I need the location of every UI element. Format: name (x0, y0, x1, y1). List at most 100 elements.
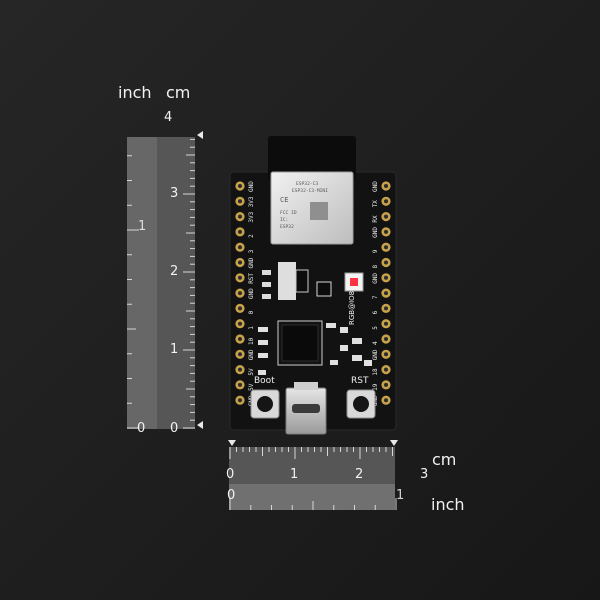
header-pin-hole (238, 337, 242, 341)
module-text-1: ESP32-C3 (296, 181, 318, 187)
header-pin-hole (238, 199, 242, 204)
right-pin-label: 6 (372, 310, 379, 314)
header-pin-hole (238, 352, 242, 357)
left-pin-label: 3V3 (248, 196, 255, 207)
horizontal-cm-label-0: 0 (226, 467, 234, 482)
left-pin-header (235, 181, 245, 405)
module-fine-print: ESP32-C3 ESP32-C3-MINI CE FCC ID IC: ESP… (280, 181, 328, 230)
vertical-unit-cm: cm (166, 83, 190, 102)
vertical-cm-label-3: 3 (170, 186, 178, 201)
horizontal-ruler-left-arrow (228, 440, 236, 446)
vertical-ruler: 0 1 2 3 4 0 1 inch cm (118, 83, 203, 436)
header-pin-hole (238, 184, 242, 188)
header-pin-hole (384, 398, 388, 403)
right-pin-label: GND (372, 273, 379, 284)
left-pin-label: 3 (248, 249, 255, 253)
vertical-cm-label-0: 0 (170, 421, 178, 436)
horizontal-ruler-cm-ticks (229, 447, 393, 459)
right-pin-label: 19 (372, 383, 379, 391)
horizontal-unit-inch: inch (431, 495, 465, 514)
right-pin-label: GND (372, 227, 379, 238)
header-pin-hole (384, 321, 388, 326)
right-pin-label: 7 (372, 295, 379, 299)
horizontal-ruler-inch-strip (229, 484, 395, 510)
header-pin-hole (384, 275, 388, 280)
vertical-cm-label-2: 2 (170, 264, 178, 279)
module-text-3: CE (280, 196, 288, 204)
header-pin-hole (384, 352, 388, 357)
vertical-ruler-inch-ticks (127, 155, 139, 429)
right-pin-label: 18 (372, 368, 379, 376)
header-pin-hole (238, 229, 242, 234)
right-pin-label: TX (372, 200, 379, 208)
horizontal-cm-label-2: 2 (355, 467, 363, 482)
header-pin-hole (384, 382, 388, 387)
header-pin-hole (238, 214, 242, 219)
module-qr-code (310, 202, 328, 220)
boot-label: Boot (254, 376, 275, 386)
horizontal-cm-label-1: 1 (290, 467, 298, 482)
horizontal-cm-label-3: 3 (420, 467, 428, 482)
header-pin-hole (238, 398, 242, 403)
module-text-6: ESP32 (280, 224, 294, 230)
header-pin-hole (238, 367, 242, 372)
module-text-2: ESP32-C3-MINI (292, 188, 328, 194)
left-pin-label: 2 (248, 234, 255, 238)
horizontal-ruler-right-arrow (390, 440, 398, 446)
right-pin-label: 4 (372, 341, 379, 345)
header-pin-hole (238, 382, 242, 387)
header-pin-hole (384, 214, 388, 219)
vertical-ruler-inch-strip (127, 137, 157, 429)
header-pin-hole (384, 306, 388, 311)
left-pin-label: 5V (248, 383, 255, 391)
header-pin-hole (238, 275, 242, 280)
left-pin-label: 5V (248, 368, 255, 376)
header-pin-hole (238, 260, 242, 265)
vertical-ruler-top-arrow (197, 131, 203, 139)
left-pin-label: GND (248, 349, 255, 360)
passive-components (258, 323, 372, 375)
vertical-inch-label-0: 0 (137, 421, 145, 436)
vertical-ruler-cm-ticks (183, 138, 195, 429)
left-pin-label: 0 (248, 310, 255, 314)
module-antenna (268, 136, 356, 180)
header-pin-hole (384, 367, 388, 372)
reset-button[interactable] (346, 389, 376, 419)
header-pin-hole (384, 337, 388, 341)
micro-usb-port[interactable] (285, 382, 327, 435)
horizontal-inch-label-1: 1 (396, 488, 404, 503)
module-text-5: IC: (280, 217, 288, 223)
header-pin-hole (384, 184, 388, 188)
header-pin-hole (384, 229, 388, 234)
header-pin-hole (238, 306, 242, 311)
rgb-led (344, 272, 364, 292)
right-pin-label: 5 (372, 326, 379, 330)
right-pin-header (381, 181, 391, 405)
voltage-regulator (262, 262, 309, 300)
header-pin-hole (238, 245, 242, 250)
right-pin-label: 8 (372, 265, 379, 269)
vertical-inch-label-1: 1 (138, 219, 146, 234)
dev-board: ESP32-C3 ESP32-C3-MINI CE FCC ID IC: ESP… (229, 136, 397, 435)
vertical-ruler-cm-strip (157, 137, 195, 429)
boot-button[interactable] (250, 389, 280, 419)
header-pin-hole (384, 291, 388, 296)
horizontal-unit-cm: cm (432, 450, 456, 469)
left-pin-label: 10 (248, 337, 255, 345)
vertical-cm-label-1: 1 (170, 342, 178, 357)
left-pin-label: GND (248, 257, 255, 268)
vertical-ruler-bottom-arrow (197, 421, 203, 429)
left-pin-label: GND (248, 181, 255, 192)
vertical-unit-inch: inch (118, 83, 152, 102)
horizontal-ruler: 0 1 2 3 0 1 cm inch (226, 440, 465, 514)
header-pin-hole (384, 245, 388, 250)
main-chip (281, 324, 319, 362)
header-pin-hole (384, 199, 388, 204)
right-pin-label: GND (372, 349, 379, 360)
chip-outline (277, 320, 323, 366)
vertical-cm-label-4: 4 (164, 110, 172, 125)
left-pin-label: 1 (248, 326, 255, 330)
header-pin-hole (238, 291, 242, 296)
